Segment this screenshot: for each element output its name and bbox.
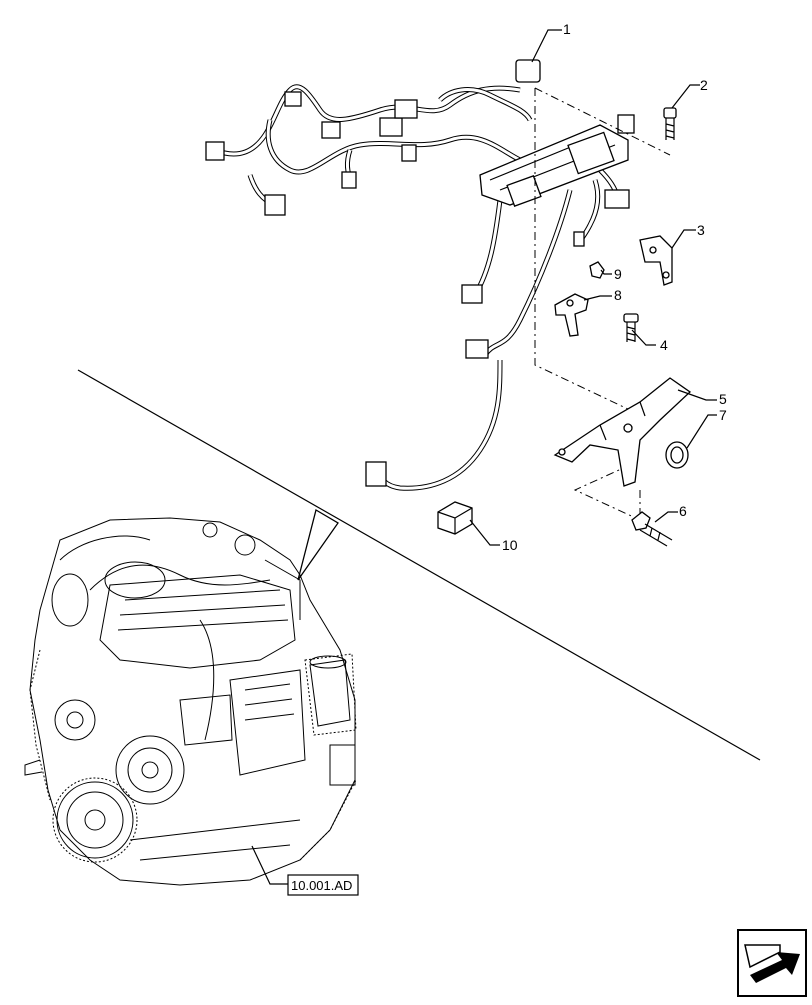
engine-illustration [24,517,357,886]
callout-labels: 1 2 3 4 5 6 7 8 9 10 [502,21,727,553]
callout-3: 3 [697,222,705,238]
bracket-part-3 [639,235,673,286]
screw-part-2 [663,107,677,140]
connector-part-10 [437,501,473,535]
reference-label: 10.001.AD [291,878,352,893]
callout-7: 7 [719,407,727,423]
clip-part-9 [589,261,605,279]
ring-part-7 [665,441,689,469]
bolt-part-6 [631,511,673,547]
callout-leaders [469,29,717,546]
bracket-part-5 [553,377,692,487]
section-divider [77,369,761,761]
callout-4: 4 [660,337,668,353]
callout-2: 2 [700,77,708,93]
reference-callout: 10.001.AD [251,845,359,896]
next-page-arrow-icon[interactable] [737,929,807,997]
callout-5: 5 [719,391,727,407]
callout-1: 1 [563,21,571,37]
callout-9: 9 [614,266,622,282]
callout-6: 6 [679,503,687,519]
bolt-part-4 [623,313,639,342]
wiring-harness [205,59,635,491]
callout-10: 10 [502,537,518,553]
bracket-part-8 [554,293,589,337]
callout-8: 8 [614,287,622,303]
reference-box [287,874,359,896]
